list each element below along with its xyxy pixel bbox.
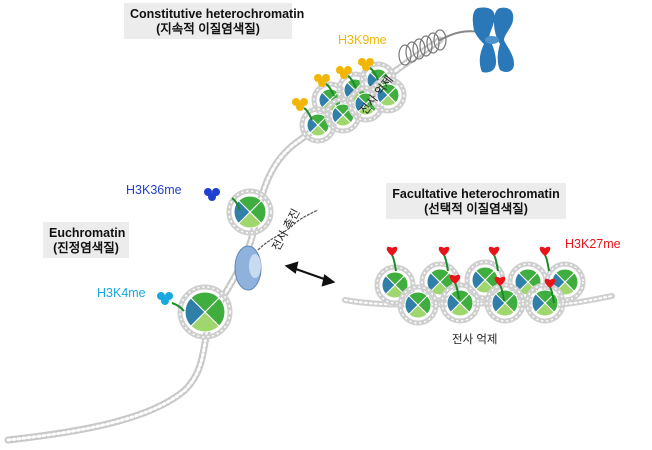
h3k27me-marker [438,246,450,256]
transcription-repression-bottom: 전사 억제 [452,334,498,346]
nucleosome-facultative [484,282,526,324]
nucleosome-constitutive [369,76,407,114]
h3k27me-marker [488,246,500,256]
euchromatin-box: Euchromatin (진정염색질) [43,222,129,258]
h3k27me-marker [539,246,551,256]
facultative-title: Facultative heterochromatin [392,187,560,201]
nucleosome-group [157,58,586,340]
h3k27me-label: H3K27me [565,237,621,251]
nucleosome-h3k4me [177,284,233,340]
chromosome-icon [472,7,514,73]
facultative-subtitle: (선택적 이질염색질) [424,202,528,216]
nucleosome-facultative [439,282,481,324]
histone-tail [544,254,550,272]
h3k4me-label: H3K4me [97,286,146,300]
histone-tail [325,83,335,97]
h3k36me-label: H3K36me [126,183,182,197]
nucleosome-facultative [397,284,439,326]
histone-tail [171,302,185,312]
h3k27me-marker [544,278,556,288]
chromatin-coil [398,29,447,66]
h3k9me-marker [336,66,352,79]
nucleosome-facultative [524,282,566,324]
h3k27me-marker [449,274,461,284]
euchromatin-subtitle: (진정염색질) [53,241,119,255]
histone-tail [347,75,357,89]
h3k9me-marker [292,98,308,111]
h3k9me-marker [358,58,374,71]
h3k9me-marker [314,74,330,87]
h3k9me-label: H3K9me [338,33,387,47]
histone-tail [369,67,379,81]
facultative-heterochromatin-box: Facultative heterochromatin (선택적 이질염색질) [386,183,566,219]
constitutive-subtitle: (지속적 이질염색질) [156,22,260,36]
constitutive-heterochromatin-box: Constitutive heterochromatin (지속적 이질염색질) [124,3,305,39]
constitutive-title: Constitutive heterochromatin [130,7,305,21]
h3k36me-marker [204,188,220,201]
euchromatin-title: Euchromatin [49,226,126,240]
h3k27me-marker [386,246,398,256]
nucleosome-constitutive [324,96,362,134]
histone-tail [231,197,241,211]
double-arrow-icon [284,261,336,287]
histone-tail [303,107,313,121]
h3k4me-marker [157,292,173,305]
h3k27me-marker [494,276,506,286]
nucleosome-h3k36me [226,188,274,236]
rna-polymerase-icon [234,209,319,291]
